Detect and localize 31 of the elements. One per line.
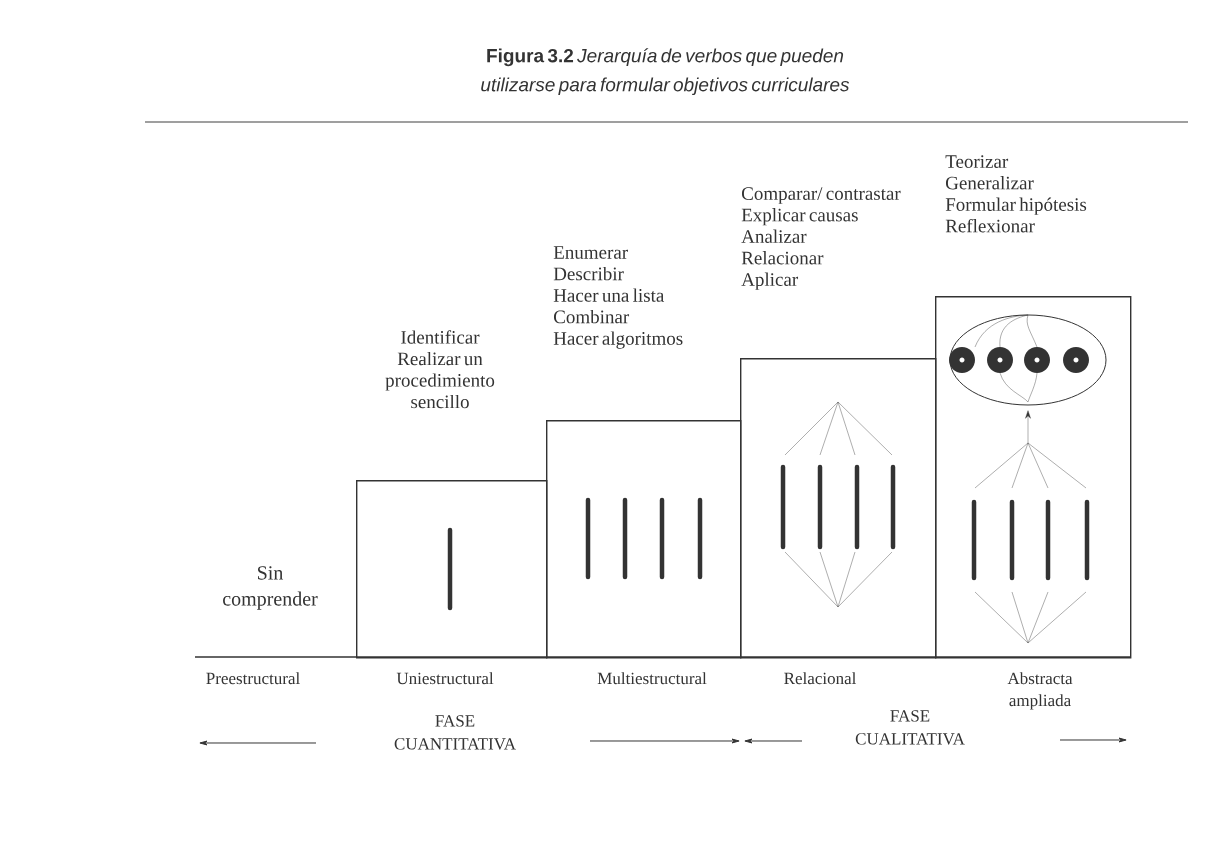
verb-list: Comparar/ contrastar Explicar causas Analizar Relacionar Aplicar bbox=[741, 187, 901, 290]
level-box bbox=[935, 296, 1132, 659]
node-label: Relacionar bbox=[741, 251, 824, 265]
level-label: Uniestructural bbox=[396, 672, 494, 685]
node-label: Analizar bbox=[741, 229, 807, 243]
level-label: Relacional bbox=[784, 672, 856, 685]
figure-title: Figura 3.2 Jerarquía de verbos que pueden utilizarse para formular objetivos curriculares bbox=[481, 48, 850, 96]
level-box bbox=[546, 420, 742, 659]
level-label: FASE CUANTITATIVA bbox=[394, 715, 516, 750]
level-box bbox=[356, 480, 548, 659]
node-label: Combinar bbox=[553, 309, 630, 324]
verb-list: Identificar Realizar un procedimiento sencillo bbox=[385, 330, 495, 409]
node-label: Teorizar bbox=[945, 155, 1009, 168]
node-label: Comparar/ contrastar bbox=[741, 187, 901, 204]
node-label: Generalizar bbox=[945, 176, 1034, 190]
node-label: Explicar causas bbox=[741, 208, 858, 226]
level-label: Multiestructural bbox=[597, 672, 707, 685]
level-label: Sin comprender bbox=[223, 566, 318, 610]
node-label: Hacer una lista bbox=[553, 288, 665, 302]
node-label: Hacer algoritmos bbox=[553, 331, 683, 349]
verb-list: Teorizar Generalizar Formular hipótesis Reflexionar bbox=[945, 155, 1087, 233]
level-label: Abstracta ampliada bbox=[1007, 672, 1073, 710]
node-label: Reflexionar bbox=[945, 218, 1035, 233]
node-label: Formular hipótesis bbox=[945, 197, 1087, 215]
verb-list: Enumerar Describir Hacer una lista Combinar Hacer algoritmos bbox=[553, 246, 683, 349]
level-label: Preestructural bbox=[206, 672, 300, 685]
node-label: Describir bbox=[553, 266, 624, 281]
node-label: Aplicar bbox=[741, 272, 799, 290]
level-label: FASE CUALITATIVA bbox=[855, 710, 965, 745]
level-box bbox=[740, 358, 937, 659]
node-label: Enumerar bbox=[553, 246, 628, 259]
